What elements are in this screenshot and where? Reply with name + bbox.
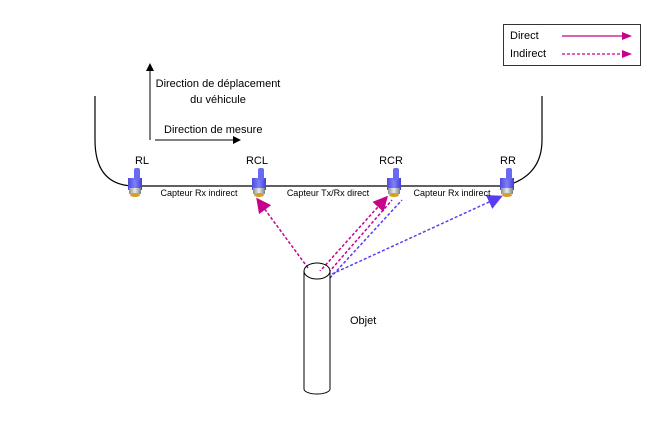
sensor-label-rl: RL xyxy=(134,155,150,167)
segment-label-right: Capteur Rx indirect xyxy=(413,188,491,198)
measure-direction-label: Direction de mesure xyxy=(164,124,263,136)
vehicle-direction-label-2: du véhicule xyxy=(190,94,246,106)
object-label: Objet xyxy=(350,315,377,327)
sensor-rr-icon xyxy=(500,168,514,197)
legend-direct-arrowhead xyxy=(622,32,632,40)
bumper-outline xyxy=(94,96,136,187)
indirect-ray-rcr-blue xyxy=(329,199,403,279)
sensor-label-rr: RR xyxy=(500,155,516,167)
indirect-ray-rr xyxy=(331,195,503,275)
vehicle-direction-label-1: Direction de déplacement xyxy=(155,78,281,90)
legend-lines xyxy=(562,32,632,58)
direct-ray-rcr-1 xyxy=(311,195,389,281)
legend-direct-label: Direct xyxy=(510,30,539,42)
object-cylinder xyxy=(303,262,331,395)
legend-indirect-label: Indirect xyxy=(510,48,547,60)
segment-label-center: Capteur Tx/Rx direct xyxy=(286,188,370,198)
sensor-rcr-icon xyxy=(387,168,401,197)
indirect-ray-rcl xyxy=(256,197,309,269)
sensor-rcl-icon xyxy=(252,168,266,197)
sensor-label-rcr: RCR xyxy=(379,155,403,167)
legend: Direct Indirect xyxy=(503,24,641,66)
sensor-rl-icon xyxy=(128,168,142,197)
sensor-label-rcl: RCL xyxy=(245,155,269,167)
direct-ray-rcr-2 xyxy=(321,199,393,281)
legend-indirect-arrowhead xyxy=(622,50,632,58)
segment-label-left: Capteur Rx indirect xyxy=(160,188,238,198)
